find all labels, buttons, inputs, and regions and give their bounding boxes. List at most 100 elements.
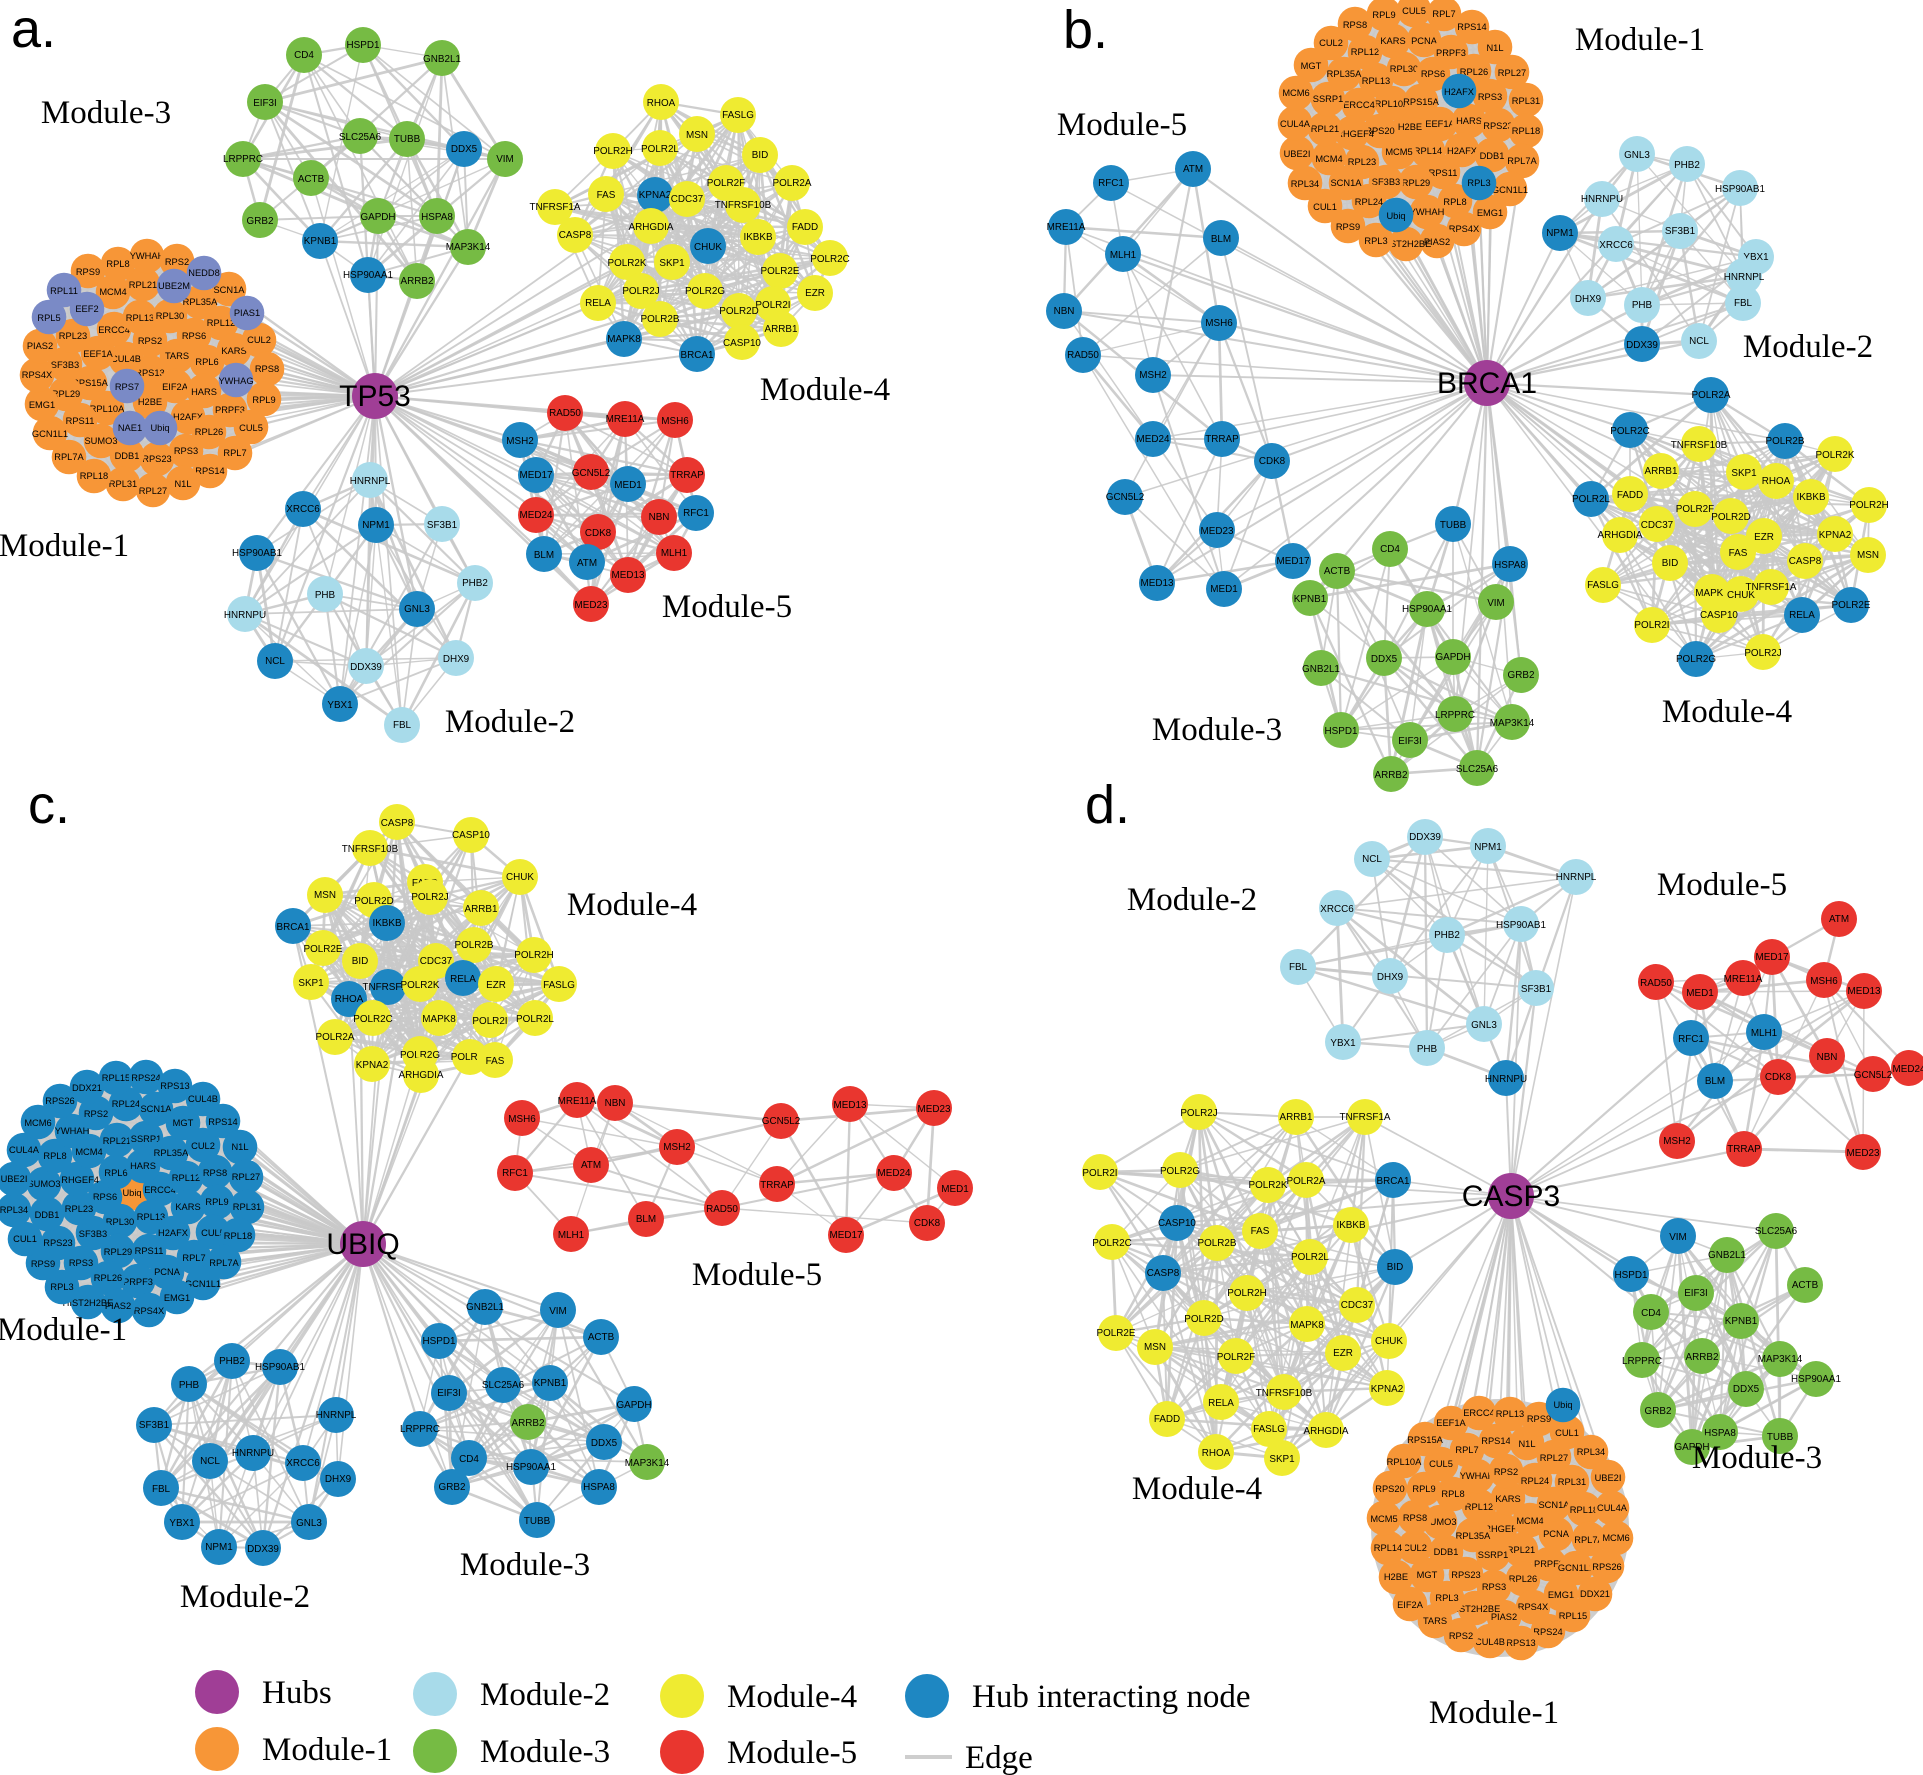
svg-text:PHB2: PHB2 xyxy=(1434,930,1460,941)
svg-text:FAS: FAS xyxy=(597,190,616,201)
svg-text:RPS11: RPS11 xyxy=(66,416,95,426)
svg-text:RPL24: RPL24 xyxy=(1355,197,1383,207)
svg-text:SCN1A: SCN1A xyxy=(1538,1500,1570,1510)
svg-text:ERCC4: ERCC4 xyxy=(1343,100,1375,110)
svg-text:RPL15: RPL15 xyxy=(102,1073,130,1083)
svg-text:RPS8: RPS8 xyxy=(203,1168,227,1178)
svg-text:RPS14: RPS14 xyxy=(208,1117,237,1127)
svg-text:DDB1: DDB1 xyxy=(1480,151,1505,161)
svg-text:MAP3K14: MAP3K14 xyxy=(1490,718,1535,729)
svg-text:ARRB1: ARRB1 xyxy=(465,904,498,915)
svg-text:RPL31: RPL31 xyxy=(1558,1477,1586,1487)
svg-text:SSRP1: SSRP1 xyxy=(131,1134,162,1144)
svg-text:TNFRSF1A: TNFRSF1A xyxy=(529,202,580,213)
svg-text:MLH1: MLH1 xyxy=(558,1230,585,1241)
svg-text:CUL5: CUL5 xyxy=(1429,1459,1453,1469)
svg-text:RPS11: RPS11 xyxy=(1429,168,1458,178)
svg-text:MCM6: MCM6 xyxy=(1282,88,1309,98)
svg-text:BRCA1: BRCA1 xyxy=(1437,367,1537,400)
svg-text:KPNB1: KPNB1 xyxy=(534,1378,567,1389)
svg-text:CASP10: CASP10 xyxy=(723,338,761,349)
svg-text:EIF2A: EIF2A xyxy=(1397,1600,1424,1610)
svg-text:KPNA2: KPNA2 xyxy=(1819,530,1851,541)
svg-text:RAD50: RAD50 xyxy=(1067,350,1099,361)
svg-text:RPL8: RPL8 xyxy=(43,1151,66,1161)
svg-text:RELA: RELA xyxy=(1789,610,1815,621)
svg-text:GRB2: GRB2 xyxy=(439,1482,466,1493)
svg-text:XRCC6: XRCC6 xyxy=(1599,240,1633,251)
svg-text:MSN: MSN xyxy=(686,130,708,141)
svg-text:GNL3: GNL3 xyxy=(1624,150,1650,161)
svg-text:ATM: ATM xyxy=(1829,914,1849,925)
svg-text:PIAS1: PIAS1 xyxy=(234,308,260,318)
svg-text:RHOA: RHOA xyxy=(647,98,676,109)
svg-text:POLR2C: POLR2C xyxy=(353,1014,393,1025)
svg-text:RPS4X: RPS4X xyxy=(1449,224,1480,234)
svg-text:RHOA: RHOA xyxy=(1202,1448,1231,1459)
svg-text:POLR2F: POLR2F xyxy=(1676,504,1714,515)
svg-text:GNL3: GNL3 xyxy=(1471,1020,1497,1031)
svg-text:PHB: PHB xyxy=(1632,300,1653,311)
svg-text:NBN: NBN xyxy=(649,512,670,523)
svg-text:RPS23: RPS23 xyxy=(1483,121,1512,131)
svg-text:KPNB1: KPNB1 xyxy=(1725,1316,1758,1327)
svg-text:ARRB2: ARRB2 xyxy=(401,276,434,287)
svg-text:POLR2C: POLR2C xyxy=(1092,1238,1132,1249)
svg-text:MED23: MED23 xyxy=(1201,526,1234,537)
svg-text:POLR2L: POLR2L xyxy=(641,144,679,155)
svg-text:HNRNPU: HNRNPU xyxy=(232,1448,274,1459)
svg-text:POLR2L: POLR2L xyxy=(1572,494,1610,505)
svg-text:RFC1: RFC1 xyxy=(1678,1034,1704,1045)
svg-text:SSRP1: SSRP1 xyxy=(1313,94,1344,104)
svg-text:DDB1: DDB1 xyxy=(115,451,140,461)
svg-text:TUBB: TUBB xyxy=(524,1516,551,1527)
svg-text:IKBKB: IKBKB xyxy=(372,918,402,929)
svg-text:SF3B3: SF3B3 xyxy=(51,360,79,370)
svg-text:RPL27: RPL27 xyxy=(1498,68,1526,78)
svg-text:RPL35A: RPL35A xyxy=(183,297,218,307)
svg-text:ATM: ATM xyxy=(1183,164,1203,175)
svg-text:MED1: MED1 xyxy=(614,480,642,491)
svg-text:Module-4: Module-4 xyxy=(1132,1471,1262,1507)
svg-text:EIF3I: EIF3I xyxy=(253,98,277,109)
svg-text:NBN: NBN xyxy=(1817,1052,1838,1063)
svg-text:CD4: CD4 xyxy=(294,50,314,61)
svg-text:RPL7: RPL7 xyxy=(1432,9,1455,19)
svg-text:TP53: TP53 xyxy=(339,380,411,413)
svg-text:POLR2A: POLR2A xyxy=(773,178,812,189)
svg-text:RAD50: RAD50 xyxy=(549,408,581,419)
svg-text:EMG1: EMG1 xyxy=(1477,208,1503,218)
svg-text:RPL7: RPL7 xyxy=(223,448,246,458)
svg-text:RPL29: RPL29 xyxy=(1402,178,1430,188)
svg-text:DDX39: DDX39 xyxy=(350,662,382,673)
svg-text:RPL34: RPL34 xyxy=(0,1205,28,1215)
svg-text:PRPF3: PRPF3 xyxy=(1436,48,1466,58)
svg-text:POLR2K: POLR2K xyxy=(1249,1180,1288,1191)
svg-text:RPL27: RPL27 xyxy=(1540,1453,1568,1463)
svg-text:BRCA1: BRCA1 xyxy=(1377,1176,1410,1187)
svg-text:Module-1: Module-1 xyxy=(262,1732,392,1768)
svg-text:RPS13: RPS13 xyxy=(160,1081,189,1091)
svg-text:MLH1: MLH1 xyxy=(661,548,688,559)
svg-text:YWHAG: YWHAG xyxy=(218,376,253,386)
svg-text:SCN1A: SCN1A xyxy=(213,285,245,295)
svg-text:POLR2I: POLR2I xyxy=(1634,620,1669,631)
svg-text:RPS14: RPS14 xyxy=(1457,22,1486,32)
svg-text:EIF3I: EIF3I xyxy=(1398,736,1422,747)
svg-text:MED23: MED23 xyxy=(1847,1148,1880,1159)
svg-text:MGT: MGT xyxy=(1301,61,1322,71)
svg-text:RPS3: RPS3 xyxy=(69,1258,93,1268)
svg-text:POLR2D: POLR2D xyxy=(1711,512,1751,523)
svg-text:EEF1A: EEF1A xyxy=(83,349,113,359)
svg-text:ARHGDIA: ARHGDIA xyxy=(1304,1426,1349,1437)
svg-text:ARHGDIA: ARHGDIA xyxy=(1598,530,1643,541)
svg-text:MED17: MED17 xyxy=(520,470,553,481)
svg-text:POLR2I: POLR2I xyxy=(1082,1168,1117,1179)
svg-text:RPL30: RPL30 xyxy=(1390,64,1418,74)
svg-text:RPL8: RPL8 xyxy=(106,259,129,269)
svg-text:CUL4B: CUL4B xyxy=(188,1094,218,1104)
svg-text:RPL23: RPL23 xyxy=(59,331,87,341)
svg-text:MED24: MED24 xyxy=(520,510,553,521)
svg-text:RFC1: RFC1 xyxy=(502,1168,528,1179)
svg-text:LRPPRC: LRPPRC xyxy=(400,1424,440,1435)
